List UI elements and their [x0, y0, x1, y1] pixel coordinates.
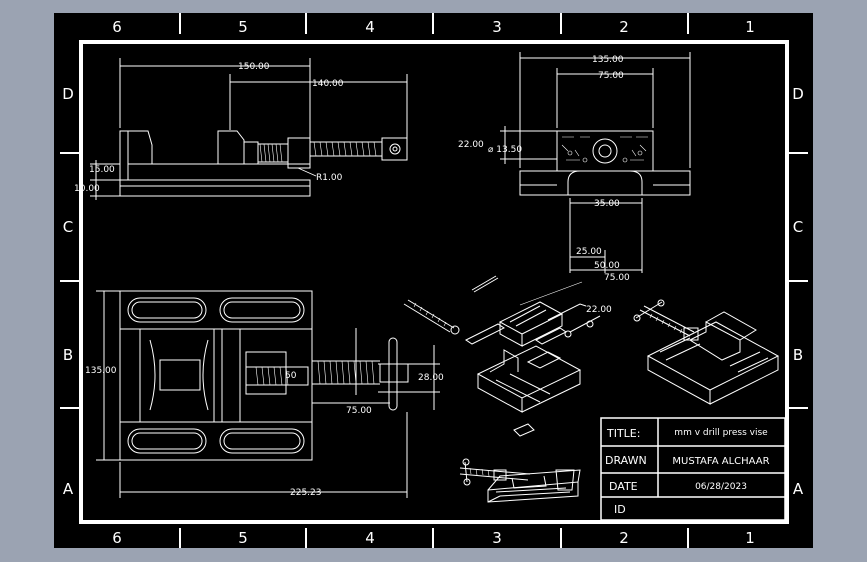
drawn-value: MUSTAFA ALCHAAR	[672, 456, 769, 467]
zone-col-bottom-2: 2	[619, 529, 629, 547]
zone-row-left-A: A	[63, 480, 74, 498]
zone-col-bottom-3: 3	[492, 529, 502, 547]
zone-col-top-1: 1	[745, 18, 755, 36]
dim-front-140: 140.00	[312, 79, 344, 89]
dim-top-50: 50	[285, 371, 297, 381]
dim-side-35: 35.00	[594, 199, 620, 209]
sheet-background	[54, 13, 813, 548]
title-label: TITLE:	[606, 427, 640, 440]
zone-col-bottom-5: 5	[238, 529, 248, 547]
dim-front-15: 15.00	[89, 165, 115, 175]
date-label: DATE	[609, 480, 638, 493]
top-view	[96, 290, 440, 498]
dim-top-225: 225.23	[290, 488, 322, 498]
dim-front-150: 150.00	[238, 62, 270, 72]
dim-side-75: 75.00	[598, 71, 624, 81]
dim-top-75: 75.00	[346, 406, 372, 416]
drawn-label: DRAWN	[605, 454, 647, 467]
zone-ticks	[60, 13, 808, 548]
dim-front-r1: R1.00	[316, 173, 343, 183]
zone-row-right-A: A	[793, 480, 804, 498]
title-block-frame	[600, 417, 786, 521]
dim-top-28: 28.00	[418, 373, 444, 383]
front-view	[90, 58, 408, 200]
zone-col-bottom-6: 6	[112, 529, 122, 547]
dim-side-75b: 75.00	[604, 273, 630, 283]
zone-col-bottom-4: 4	[365, 529, 375, 547]
exploded-isometric-view	[403, 275, 601, 437]
assembled-isometric-view	[633, 299, 780, 405]
zone-row-right-D: D	[792, 85, 804, 103]
dim-side-25: 25.00	[576, 247, 602, 257]
title-value: mm v drill press vise	[674, 428, 768, 438]
zone-col-top-4: 4	[365, 18, 375, 36]
zone-col-top-6: 6	[112, 18, 122, 36]
side-view	[500, 52, 691, 273]
zone-col-top-5: 5	[238, 18, 248, 36]
dim-front-10: 10.00	[74, 184, 100, 194]
zone-col-top-3: 3	[492, 18, 502, 36]
dim-top-135: 135.00	[85, 366, 117, 376]
dim-side-dia: ⌀ 13.50	[488, 145, 522, 155]
small-isometric-view	[459, 458, 581, 503]
dim-side-135: 135.00	[592, 55, 624, 65]
dim-side-22: 22.00	[458, 140, 484, 150]
title-block: TITLE: DRAWN DATE ID mm v drill press vi…	[600, 417, 786, 521]
zone-row-left-B: B	[63, 346, 73, 364]
zone-col-top-2: 2	[619, 18, 629, 36]
dim-iso-22: 22.00	[586, 305, 612, 315]
zone-row-right-C: C	[793, 218, 803, 236]
zone-row-left-C: C	[63, 218, 73, 236]
drawing-border	[79, 40, 789, 524]
zone-col-bottom-1: 1	[745, 529, 755, 547]
zone-row-right-B: B	[793, 346, 803, 364]
id-label: ID	[614, 503, 626, 516]
dim-side-50: 50.00	[594, 261, 620, 271]
date-value: 06/28/2023	[695, 482, 747, 492]
zone-row-left-D: D	[62, 85, 74, 103]
